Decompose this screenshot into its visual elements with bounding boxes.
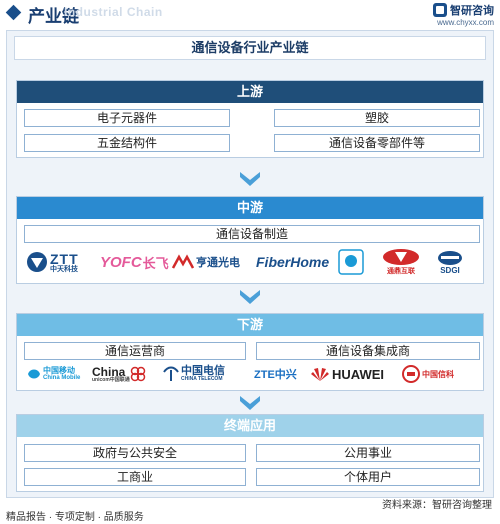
brand: 智研咨询 www.chyxx.com	[433, 2, 494, 27]
diagram-title: 通信设备行业产业链	[14, 36, 486, 60]
downstream-logos: 中国移动 China Mobile China unicom中国联通 中国电信 …	[26, 362, 482, 386]
yofc-logo-subtext: 长飞	[142, 255, 169, 271]
china-mobile-logo: 中国移动 China Mobile	[26, 366, 92, 382]
cict-logo-text: 中国信科	[422, 369, 454, 379]
sdgi-logo-text: SDGI	[440, 265, 460, 275]
top-bar: 产业链 Industrial Chain 智研咨询 www.chyxx.com	[0, 0, 500, 27]
yofc-logo-text: YOFC	[100, 253, 142, 271]
terminal-header: 终端应用	[17, 415, 483, 437]
china-telecom-logo-subtext: CHINA TELECOM	[181, 376, 223, 382]
china-unicom-logo-subtext: unicom中国联通	[92, 376, 130, 383]
ztt-logo: ZTT 中天科技	[26, 251, 100, 273]
midstream-header: 中游	[17, 197, 483, 219]
ztt-logo-subtext: 中天科技	[50, 265, 78, 273]
china-unicom-logo-text: China	[92, 364, 126, 379]
china-mobile-logo-subtext: China Mobile	[43, 375, 81, 381]
cict-logo: 中国信科	[402, 365, 462, 383]
upstream-item: 五金结构件	[24, 134, 230, 152]
hengtong-logo: 亨通光电	[172, 254, 256, 270]
terminal-item: 个体用户	[256, 468, 480, 486]
ztt-logo-text: ZTT	[50, 250, 79, 267]
tongding-logo: 通鼎互联	[370, 248, 432, 276]
huawei-logo-icon	[311, 368, 329, 381]
upstream-item: 电子元器件	[24, 109, 230, 127]
midstream-logos: ZTT 中天科技 YOFC 长飞 亨通光电 FiberHome 通鼎互联 SDG	[26, 246, 482, 278]
brand-logo-icon	[433, 3, 447, 17]
sdgi-logo: SDGI	[432, 250, 468, 275]
downstream-item: 通信运营商	[24, 342, 246, 360]
china-unicom-knot-icon	[130, 366, 146, 382]
downstream-item: 通信设备集成商	[256, 342, 480, 360]
hengtong-logo-icon	[172, 254, 194, 269]
sec-logo	[338, 249, 370, 275]
sdgi-logo-icon	[438, 250, 462, 265]
china-unicom-logo: China unicom中国联通	[92, 366, 162, 383]
title-watermark: Industrial Chain	[64, 5, 163, 19]
terminal-item: 公用事业	[256, 444, 480, 462]
hengtong-logo-text: 亨通光电	[196, 257, 240, 269]
source-note: 资料来源：智研咨询整理	[382, 500, 492, 511]
flow-arrow-icon	[240, 396, 260, 410]
zte-logo: ZTE中兴	[254, 366, 310, 382]
zte-logo-text: ZTE中兴	[254, 369, 297, 381]
huawei-logo: HUAWEI	[310, 366, 402, 382]
tongding-logo-text: 通鼎互联	[387, 268, 415, 275]
upstream-item: 通信设备零部件等	[274, 134, 480, 152]
sec-logo-icon	[338, 249, 364, 275]
diamond-icon	[5, 4, 22, 21]
huawei-logo-text: HUAWEI	[332, 366, 384, 382]
china-mobile-logo-icon	[28, 369, 40, 379]
page-title: 产业链	[28, 7, 79, 26]
brand-url: www.chyxx.com	[437, 18, 494, 27]
footer: 精品报告 · 专项定制 · 品质服务 资料来源：智研咨询整理	[0, 500, 500, 524]
china-telecom-logo-icon	[163, 366, 179, 381]
footer-tagline: 精品报告 · 专项定制 · 品质服务	[6, 512, 144, 523]
cict-logo-icon	[402, 365, 420, 383]
fiberhome-logo: FiberHome	[256, 254, 338, 270]
midstream-item: 通信设备制造	[24, 225, 480, 243]
tongding-logo-icon	[383, 249, 419, 265]
china-telecom-logo-text: 中国电信	[181, 365, 225, 377]
terminal-item: 政府与公共安全	[24, 444, 246, 462]
yofc-logo: YOFC 长飞	[100, 253, 172, 272]
ztt-logo-icon	[27, 252, 47, 272]
upstream-header: 上游	[17, 81, 483, 103]
downstream-header: 下游	[17, 314, 483, 336]
terminal-item: 工商业	[24, 468, 246, 486]
flow-arrow-icon	[240, 290, 260, 304]
flow-arrow-icon	[240, 172, 260, 186]
china-mobile-logo-text: 中国移动	[43, 366, 75, 375]
upstream-item: 塑胶	[274, 109, 480, 127]
china-telecom-logo: 中国电信 CHINA TELECOM	[162, 366, 254, 382]
brand-name: 智研咨询	[450, 5, 494, 17]
fiberhome-logo-text: FiberHome	[256, 254, 330, 270]
